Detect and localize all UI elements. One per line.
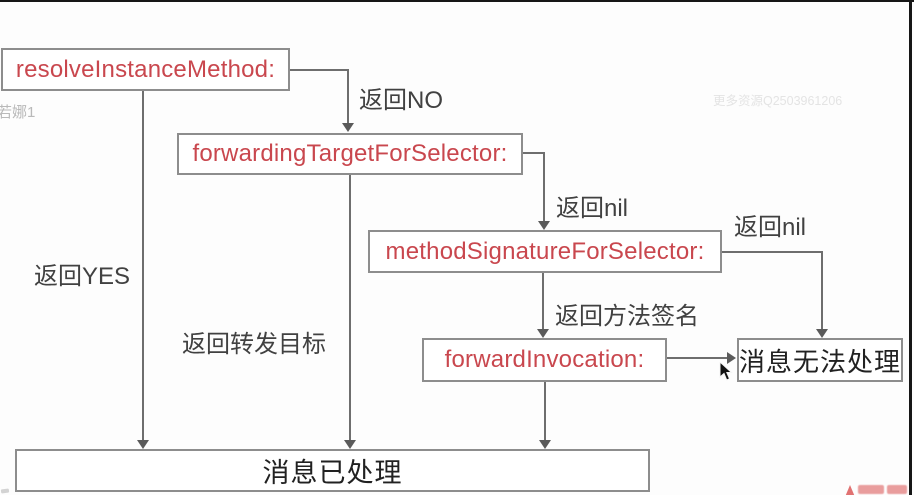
edge-label-return-nil-to-signature: 返回nil [556,195,629,222]
edge-return-yes-line [142,91,144,440]
node-label: forwardInvocation: [444,346,645,373]
edge-return-no-line-v [347,69,349,123]
watermark-viewer-name: 若娜1 [0,104,36,121]
edge-label-return-nil-to-unhandled: 返回nil [734,214,807,241]
node-label: 消息已处理 [262,458,403,488]
node-message-handled: 消息已处理 [15,449,650,492]
edge-label-return-no: 返回NO [359,87,443,114]
watermark-resource-ad: 更多资源Q2503961206 [713,94,843,108]
node-resolve-instance-method: resolveInstanceMethod: [1,48,290,91]
arrowhead-right-icon [727,352,736,364]
edge-label-return-method-signature: 返回方法签名 [555,303,699,330]
top-screen-border [0,0,914,2]
arrowhead-down-icon [137,440,149,449]
node-label: resolveInstanceMethod: [15,55,276,83]
edge-label-return-forward-target: 返回转发目标 [182,331,326,358]
logo-block [858,485,884,494]
corner-artifact [0,488,10,494]
mouse-cursor-icon [719,362,733,381]
right-screen-border [909,0,912,495]
node-label: methodSignatureForSelector: [385,237,705,265]
arrowhead-down-icon [816,329,828,338]
node-forwarding-target-for-selector: forwardingTargetForSelector: [177,133,523,175]
node-forward-invocation: forwardInvocation: [422,338,667,382]
edge-invocation-handled-line [544,382,546,440]
arrowhead-down-icon [537,329,549,338]
edge-return-no-line-h [290,69,348,71]
arrowhead-down-icon [539,440,551,449]
node-method-signature-for-selector: methodSignatureForSelector: [368,230,722,273]
edge-return-nil2-line-v [821,251,823,329]
edge-invocation-unhandled-line [667,357,727,359]
red-logo-fragment [845,485,907,495]
arrowhead-down-icon [342,123,354,132]
arrowhead-down-icon [344,440,356,449]
edge-return-nil2-line-h [722,251,823,253]
edge-return-method-signature-line [542,273,544,329]
node-message-unhandled: 消息无法处理 [737,338,903,382]
logo-triangle-icon [845,485,855,495]
arrowhead-down-icon [538,221,550,230]
edge-return-nil1-line-h [523,152,545,154]
edge-return-forward-target-line [349,175,351,440]
node-label: forwardingTargetForSelector: [192,140,508,167]
logo-block [887,485,907,494]
edge-return-nil1-line-v [543,152,545,221]
edge-label-return-yes: 返回YES [34,263,131,290]
node-label: 消息无法处理 [739,346,902,377]
